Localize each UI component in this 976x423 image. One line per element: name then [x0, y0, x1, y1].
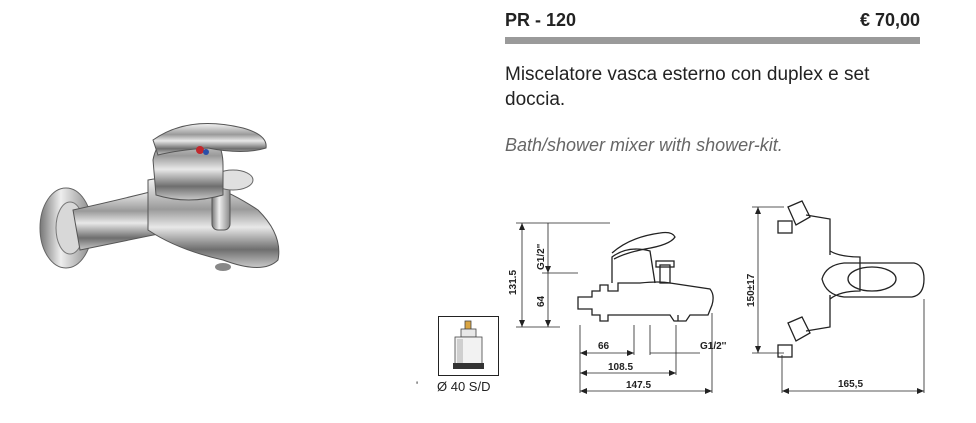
dim-64: 64 — [536, 295, 547, 307]
product-photo — [28, 110, 288, 295]
cartridge-label: Ø 40 S/D — [437, 379, 491, 394]
dim-150: 150±17 — [746, 273, 757, 307]
dim-108-5: 108.5 — [608, 362, 633, 373]
product-code: PR - 120 — [505, 10, 577, 30]
dim-thread-horizontal: G1/2'' — [700, 341, 726, 352]
dim-total-height: 131.5 — [508, 270, 519, 295]
stray-mark: ' — [416, 380, 419, 392]
cartridge-illustration — [438, 316, 499, 376]
dim-147-5: 147.5 — [626, 380, 651, 391]
header-divider — [505, 37, 920, 44]
description-english: Bath/shower mixer with shower-kit. — [505, 135, 783, 155]
product-price: € 70,00 — [859, 10, 920, 30]
dim-thread-vertical: G1/2" — [536, 243, 547, 270]
dim-66: 66 — [598, 341, 610, 352]
dim-165-5: 165,5 — [838, 379, 863, 390]
description-italian: Miscelatore vasca esterno con duplex e s… — [505, 64, 870, 110]
technical-drawing: 131.5 G1/2" 64 66 G1/2'' 108.5 147.5 — [500, 195, 930, 410]
